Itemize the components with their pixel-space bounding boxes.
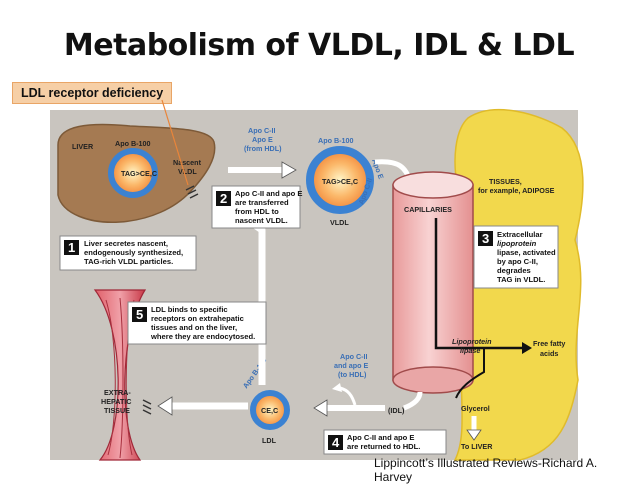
step-1-number-badge (64, 240, 79, 255)
extrahepatic-label-2: HEPATIC (101, 397, 131, 406)
step-5-line-1: LDL binds to specific (151, 305, 228, 314)
extrahepatic-label-1: EXTRA- (104, 388, 131, 397)
to-hdl-label: (to HDL) (338, 370, 367, 379)
from-hdl-top-label: (from HDL) (244, 144, 282, 153)
to-liver-arrowhead (466, 429, 482, 441)
step-3-line-6: TAG in VLDL. (497, 275, 545, 284)
lipase-pathway-line (434, 218, 522, 350)
step-5-number: 5 (136, 307, 143, 322)
extrahepatic-receptor-icon (142, 399, 152, 415)
liver-receptor-icon (185, 185, 199, 199)
vldl-label: VLDL (330, 218, 349, 227)
idl-label: (IDL) (388, 406, 405, 415)
step-5-line-3: tissues and on the liver, (151, 323, 237, 332)
step-1-line-2: endogenously synthesized, (84, 248, 183, 257)
arrow-to-extrahepatic-head (157, 396, 173, 416)
arrow-to-ldl-head (313, 399, 328, 417)
step-3-box: 3 Extracellular lipoprotein lipase, acti… (473, 225, 559, 289)
lipoprotein-lipase-label-2: lipase (460, 346, 480, 355)
return-to-hdl-arrow (339, 386, 357, 406)
step-2-line-2: are transferred (235, 198, 289, 207)
to-liver-label: To LIVER (461, 442, 493, 451)
glycerol-line (455, 348, 485, 399)
step-4-line-1: Apo C-II and apo E (347, 433, 415, 442)
nascent-label: Nascent (173, 158, 202, 167)
apo-b100-vldl-label: Apo B-100 (318, 136, 354, 145)
step-3-line-5: degrades (497, 266, 531, 275)
step-2-line-3: from HDL to (235, 207, 279, 216)
step-1-line-3: TAG-rich VLDL particles. (84, 257, 173, 266)
step-2-line-4: nascent VLDL. (235, 216, 288, 225)
step-4-number-badge (328, 435, 343, 450)
tag-label-nascent: TAG>CE,C (121, 169, 157, 178)
capillary-opening (392, 171, 474, 199)
cel-label: CE,C (261, 406, 278, 415)
step-2-box: 2 Apo C-II and apo E are transferred fro… (211, 185, 303, 229)
step-4-number: 4 (332, 435, 340, 450)
step-5-line-4: where they are endocytosed. (150, 332, 255, 341)
apo-b100-nascent-label: Apo B-100 (115, 139, 151, 148)
free-fatty-acid-arrowhead (522, 342, 532, 354)
step-3-line-4: by apo C-II, (497, 257, 538, 266)
extrahepatic-label-3: TISSUE (104, 406, 130, 415)
lipoprotein-lipase-label-1: Lipoprotein (452, 337, 492, 346)
apo-e-top-label: Apo E (252, 135, 273, 144)
step-1-number: 1 (68, 240, 75, 255)
ldl-receptor-deficiency-label: LDL receptor deficiency (12, 82, 173, 104)
liver-label: LIVER (72, 142, 94, 151)
glycerol-label: Glycerol (461, 404, 490, 413)
step-2-number: 2 (220, 191, 227, 206)
slide-title: Metabolism of VLDL, IDL & LDL (63, 28, 575, 63)
tissues-label: TISSUES, (489, 177, 522, 186)
vldl-small-label: VLDL (178, 167, 197, 176)
free-fatty-acids-label: Free fatty (533, 339, 565, 348)
step-1-box: 1 Liver secretes nascent, endogenously s… (59, 235, 197, 271)
step-2-number-badge (216, 191, 231, 206)
return-to-hdl-arrowhead (332, 383, 342, 392)
arrow-to-vldl-head (281, 161, 297, 179)
idl-arrow (403, 391, 423, 411)
step-3-number: 3 (482, 231, 489, 246)
adipose-label: for example, ADIPOSE (478, 186, 555, 195)
tag-label-vldl: TAG>CE,C (322, 177, 358, 186)
vldl-particle (306, 146, 374, 214)
step-5-line-2: receptors on extrahepatic (151, 314, 244, 323)
step-5-box: 5 LDL binds to specific receptors on ext… (127, 301, 267, 345)
free-fatty-acids-label-2: acids (540, 349, 558, 358)
step-3-line-3: lipase, activated (497, 248, 556, 257)
step-4-line-2: are returned to HDL. (347, 442, 420, 451)
source-credit: Lippincott’s Illustrated Reviews-Richard… (374, 456, 598, 484)
apo-c2-bottom-label: Apo C-II (340, 352, 368, 361)
step-3-line-1: Extracellular (497, 230, 543, 239)
step-5-number-badge (132, 307, 147, 322)
step-1-line-1: Liver secretes nascent, (84, 239, 168, 248)
apo-e-bottom-label: and apo E (334, 361, 369, 370)
ldl-label: LDL (262, 436, 277, 445)
step-3-number-badge (478, 231, 493, 246)
ldl-particle (250, 390, 290, 430)
badge-pointer-line (161, 99, 189, 186)
capillaries-label: CAPILLARIES (404, 205, 452, 214)
apo-c2-top-label: Apo C-II (248, 126, 276, 135)
step-4-box: 4 Apo C-II and apo E are returned to HDL… (323, 429, 447, 455)
step-2-line-1: Apo C-II and apo E (235, 189, 303, 198)
step-3-line-2: lipoprotein (497, 239, 537, 248)
nascent-vldl-particle (108, 148, 158, 198)
